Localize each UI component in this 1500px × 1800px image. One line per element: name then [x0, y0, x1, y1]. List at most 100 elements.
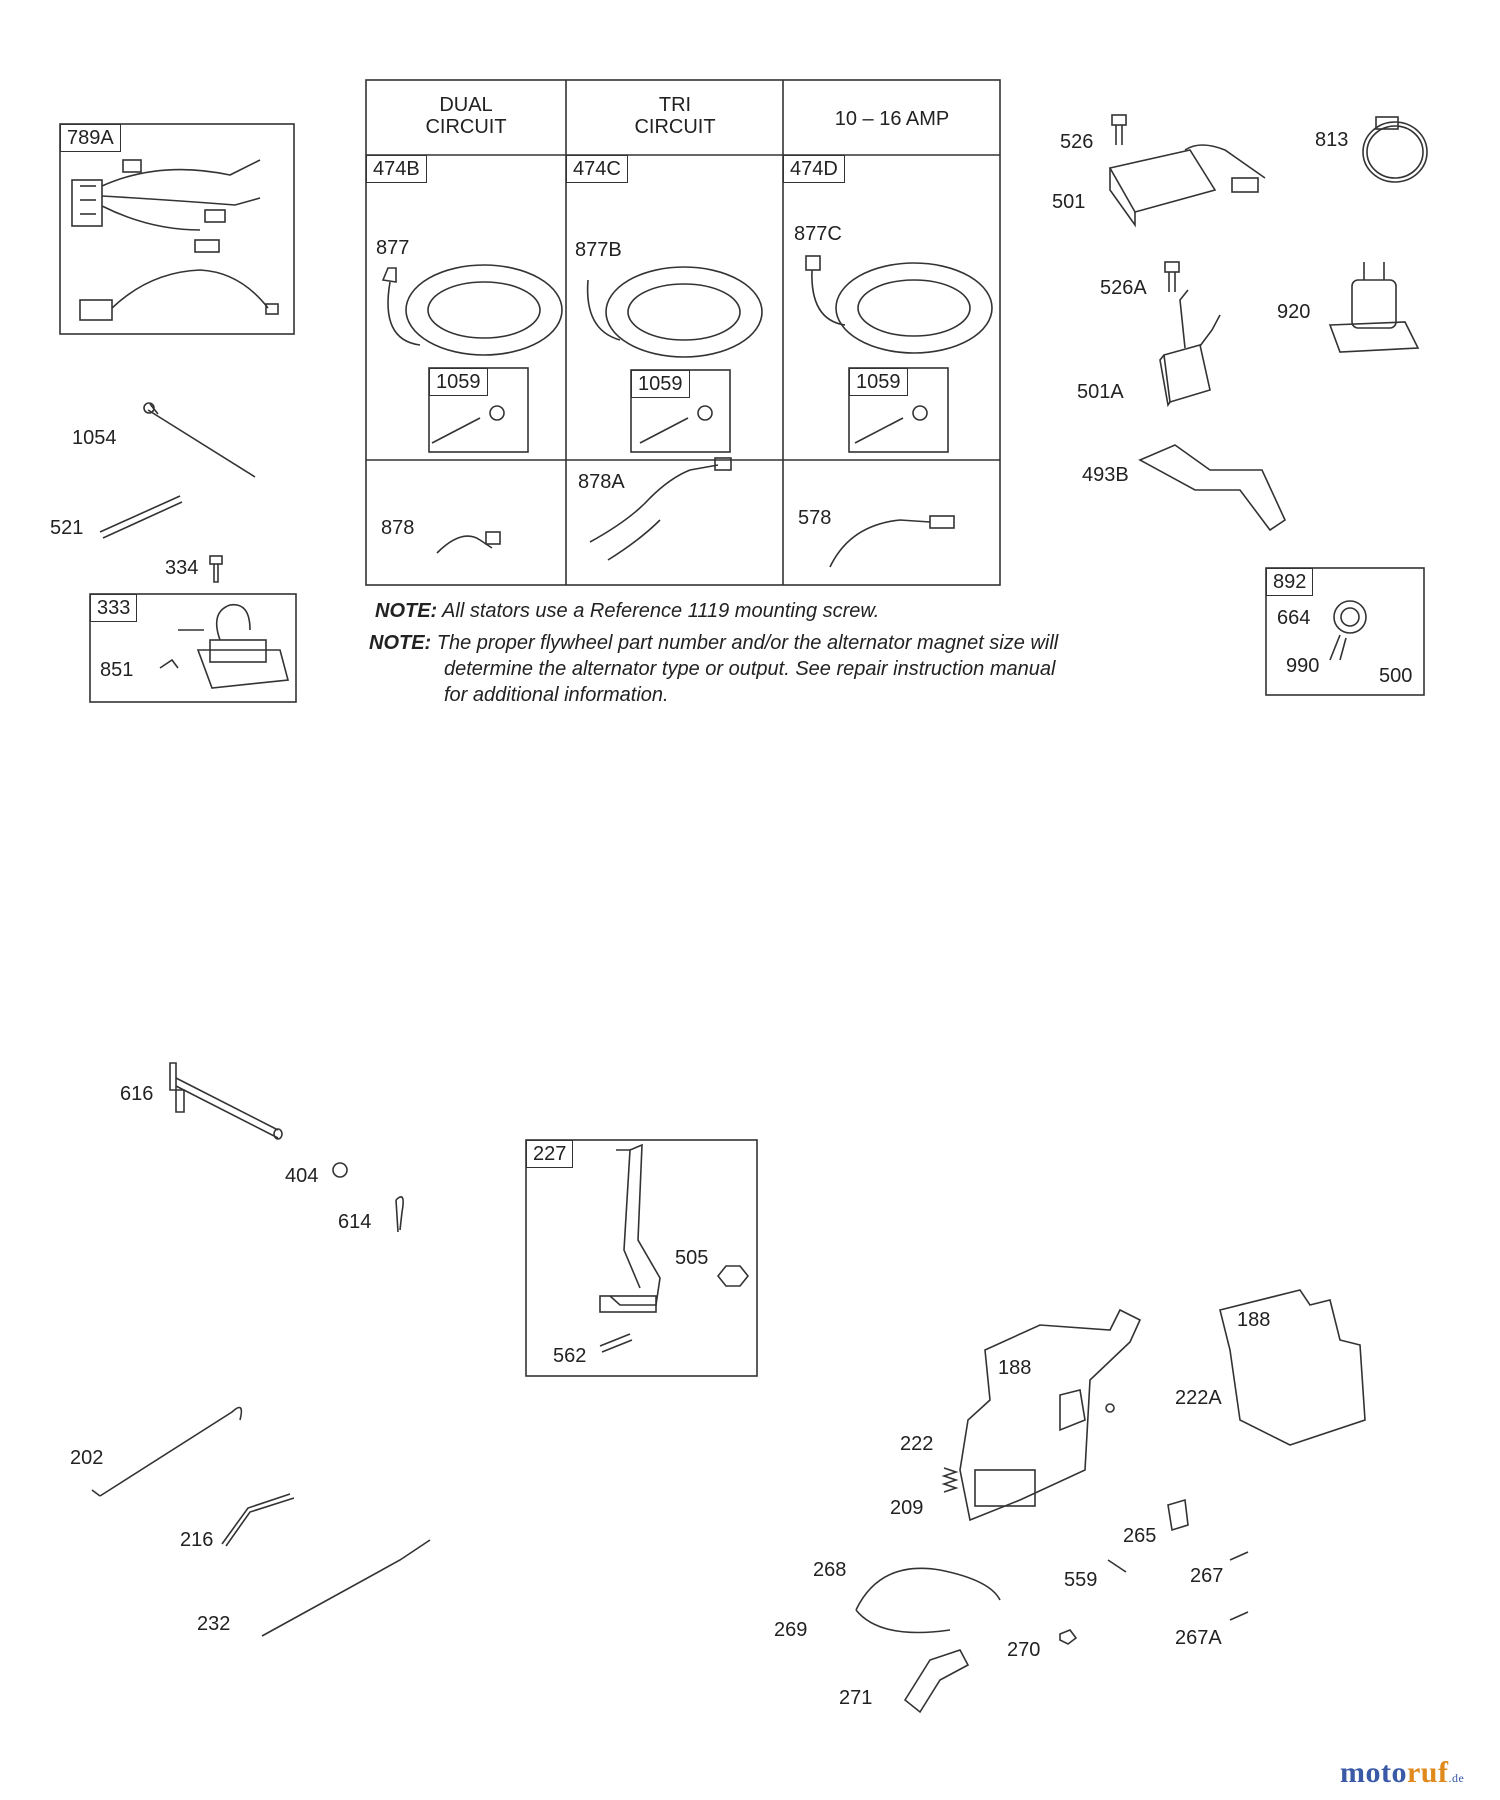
label-851: 851 — [100, 659, 134, 681]
control-bracket-222-drawing — [959, 1308, 1142, 1522]
spring-209-drawing — [941, 1467, 959, 1493]
label-333: 333 — [90, 594, 138, 622]
label-474C: 474C — [566, 155, 628, 183]
label-1059-c: 1059 — [849, 368, 908, 396]
group-frame-892 — [1265, 567, 1425, 696]
clip-265-drawing — [1167, 1498, 1189, 1532]
label-789A: 789A — [60, 124, 121, 152]
brand-part-2: ruf — [1406, 1756, 1449, 1789]
label-526: 526 — [1060, 131, 1094, 153]
brand-part-3: .de — [1448, 1771, 1465, 1785]
label-559: 559 — [1064, 1569, 1098, 1591]
washer-404-drawing — [332, 1162, 348, 1178]
label-334: 334 — [165, 557, 199, 579]
label-877: 877 — [376, 237, 410, 259]
solenoid-920-drawing — [1328, 262, 1420, 353]
label-664: 664 — [1277, 607, 1311, 629]
bracket-493B-drawing — [1138, 444, 1287, 532]
cable-tie-drawing — [147, 409, 256, 478]
regulator-501A-drawing — [1159, 261, 1221, 408]
lead-wire-drawings — [436, 457, 955, 568]
label-813: 813 — [1315, 129, 1349, 151]
label-526A: 526A — [1100, 277, 1147, 299]
label-227: 227 — [526, 1140, 574, 1168]
label-877B: 877B — [575, 239, 622, 261]
group-frame-789A — [59, 123, 295, 335]
label-269: 269 — [774, 1619, 808, 1641]
brand-part-1: moto — [1340, 1756, 1407, 1789]
label-404: 404 — [285, 1165, 319, 1187]
label-188-b: 188 — [998, 1357, 1032, 1379]
control-bracket-222A-drawing — [1219, 1289, 1366, 1446]
regulator-501-drawing — [1108, 114, 1266, 228]
label-222A: 222A — [1175, 1387, 1222, 1409]
note-1-text: All stators use a Reference 1119 mountin… — [437, 600, 880, 622]
note-2-line2: determine the alternator type or output.… — [444, 658, 1056, 680]
label-1059-a: 1059 — [429, 368, 488, 396]
note-1-prefix: NOTE: — [375, 600, 438, 622]
label-501: 501 — [1052, 191, 1086, 213]
label-521: 521 — [50, 517, 84, 539]
label-877C: 877C — [794, 223, 842, 245]
label-616: 616 — [120, 1083, 154, 1105]
pin-521-drawing — [99, 495, 183, 539]
group-frame-333 — [89, 593, 297, 703]
label-222: 222 — [900, 1433, 934, 1455]
key-switch-drawing — [1329, 600, 1367, 661]
cable-232-drawing — [261, 1539, 431, 1637]
stator-table-grid — [365, 79, 1001, 586]
nut-270-drawing — [1059, 1629, 1078, 1645]
stator-drawings — [381, 255, 993, 358]
screw-334-drawing — [209, 555, 223, 583]
screw-559-drawing — [1107, 1559, 1127, 1573]
label-878A: 878A — [578, 471, 625, 493]
label-209: 209 — [890, 1497, 924, 1519]
label-500: 500 — [1379, 665, 1413, 687]
label-493B: 493B — [1082, 464, 1129, 486]
label-892: 892 — [1266, 568, 1314, 596]
link-216-drawing — [221, 1493, 295, 1547]
label-474B: 474B — [366, 155, 427, 183]
label-505: 505 — [675, 1247, 709, 1269]
note-2-prefix: NOTE: — [369, 632, 432, 654]
shaft-616-drawing — [169, 1062, 283, 1140]
label-270: 270 — [1007, 1639, 1041, 1661]
label-265: 265 — [1123, 1525, 1157, 1547]
label-202: 202 — [70, 1447, 104, 1469]
brand-watermark: motoruf.de — [1340, 1756, 1464, 1790]
label-878: 878 — [381, 517, 415, 539]
label-1059-b: 1059 — [631, 370, 690, 398]
bracket-271-drawing — [903, 1649, 970, 1714]
label-271: 271 — [839, 1687, 873, 1709]
label-562: 562 — [553, 1345, 587, 1367]
label-232: 232 — [197, 1613, 231, 1635]
label-1054: 1054 — [72, 427, 117, 449]
note-2: NOTE: The proper flywheel part number an… — [369, 630, 1058, 708]
label-578: 578 — [798, 507, 832, 529]
note-2-line1: NOTE: The proper flywheel part number an… — [369, 630, 1058, 656]
note-1: NOTE: All stators use a Reference 1119 m… — [375, 598, 879, 624]
label-267: 267 — [1190, 1565, 1224, 1587]
rod-202-drawing — [91, 1406, 243, 1497]
label-268: 268 — [813, 1559, 847, 1581]
label-267A: 267A — [1175, 1627, 1222, 1649]
armature-333-drawing — [159, 603, 290, 689]
header-dual-circuit: DUAL CIRCUIT — [370, 94, 562, 138]
note-2-line3: for additional information. — [444, 684, 669, 706]
lever-227-drawing — [599, 1143, 750, 1353]
wire-harness-drawing — [71, 159, 279, 321]
label-501A: 501A — [1077, 381, 1124, 403]
mounting-screw-drawings — [431, 405, 928, 444]
group-frame-227 — [525, 1139, 758, 1377]
label-990: 990 — [1286, 655, 1320, 677]
cable-268-drawing — [855, 1567, 1001, 1634]
label-614: 614 — [338, 1211, 372, 1233]
header-amp: 10 – 16 AMP — [787, 108, 997, 130]
note-2-line1-text: The proper flywheel part number and/or t… — [431, 632, 1059, 654]
hose-clamp-813-drawing — [1362, 116, 1428, 183]
screw-267-drawing — [1229, 1551, 1249, 1561]
header-tri-circuit-text: TRI CIRCUIT — [634, 94, 716, 138]
screw-267A-drawing — [1229, 1611, 1249, 1621]
label-474D: 474D — [783, 155, 845, 183]
